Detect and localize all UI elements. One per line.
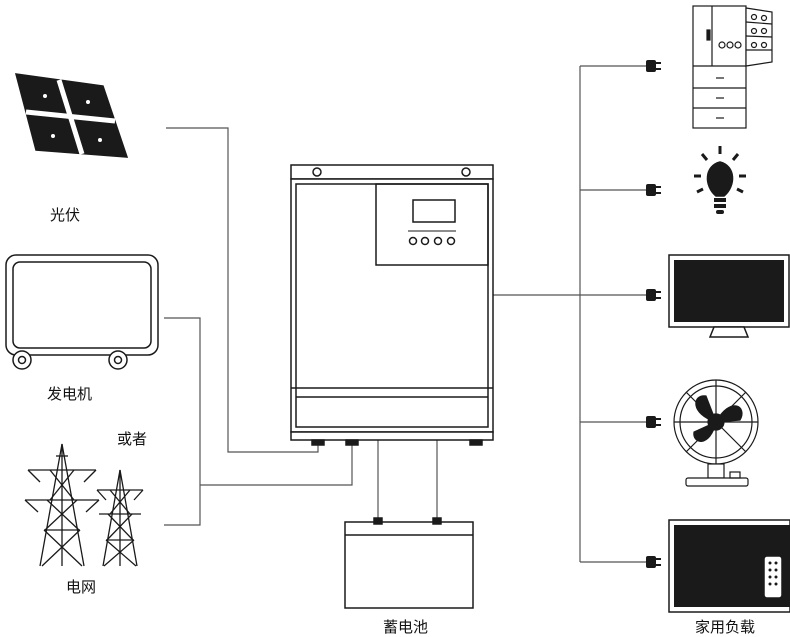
fan-icon [673, 379, 759, 487]
generator-line [164, 317, 201, 526]
inverter-icon [290, 164, 494, 446]
pv-line [166, 127, 319, 453]
fridge-icon [692, 5, 773, 129]
battery-label: 蓄电池 [383, 618, 429, 636]
grid-feed-line [200, 440, 353, 486]
monitor-icon [668, 519, 790, 613]
power-tower-large-icon [24, 443, 100, 567]
light-bulb-icon [694, 146, 746, 214]
pv-label: 光伏 [50, 206, 81, 224]
battery-icon [344, 517, 474, 609]
solar-panel-icon [14, 73, 129, 158]
lcd-screen [412, 199, 456, 223]
tv-icon [668, 254, 790, 338]
generator-label: 发电机 [47, 385, 93, 403]
or-label: 或者 [117, 430, 148, 448]
remote-buttons [768, 561, 778, 586]
generator-icon [5, 254, 159, 370]
home-load-label: 家用负载 [695, 618, 756, 636]
plug-monitor-icon [646, 556, 661, 568]
plug-fridge-icon [646, 60, 661, 72]
connection-lines [164, 65, 646, 563]
power-tower-small-icon [96, 469, 144, 567]
grid-label: 电网 [66, 578, 97, 596]
plug-fan-icon [646, 416, 661, 428]
plug-tv-icon [646, 289, 661, 301]
plug-icons [646, 60, 661, 568]
plug-lamp-icon [646, 184, 661, 196]
